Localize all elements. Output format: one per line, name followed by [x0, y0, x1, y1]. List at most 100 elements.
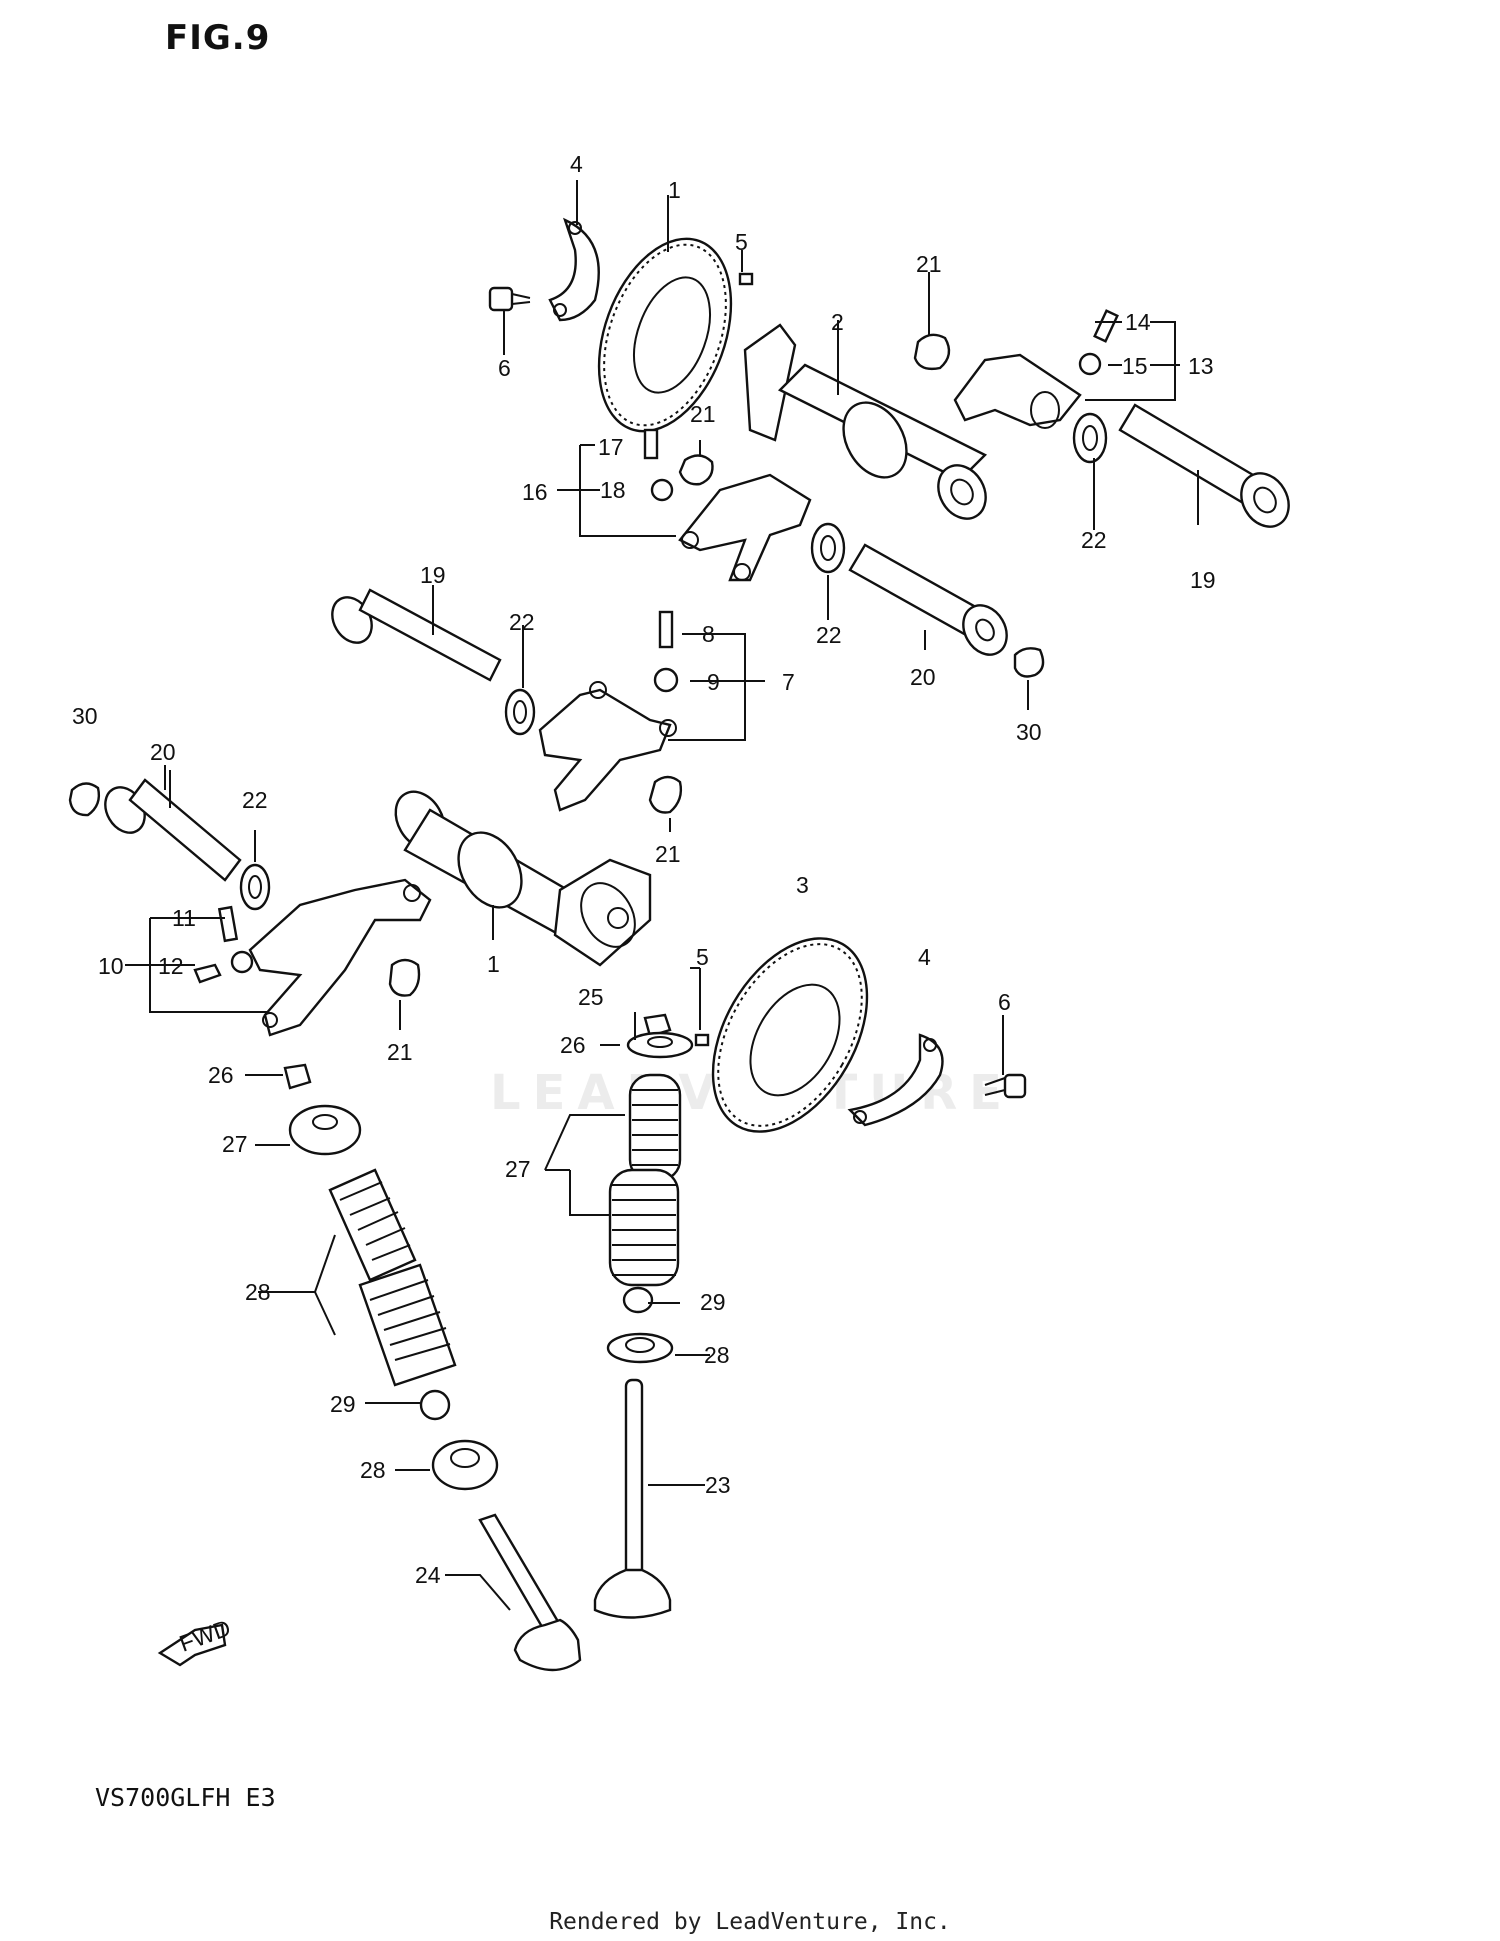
callout-16: 16	[522, 479, 548, 505]
callout-3: 1	[668, 177, 681, 203]
locknut-part-9[interactable]	[653, 667, 679, 693]
callout-18: 18	[600, 477, 626, 503]
gasket-part-21[interactable]	[913, 333, 951, 371]
callout-11: 11	[172, 905, 196, 931]
callout-6: 6	[498, 355, 511, 381]
callout-29: 29	[330, 1391, 356, 1417]
valve-part-24[interactable]	[478, 1513, 582, 1672]
oil-seal-part-29[interactable]	[419, 1389, 451, 1421]
spring-seat-part-28[interactable]	[606, 1332, 674, 1364]
pin-part-5[interactable]	[738, 272, 754, 286]
washer-part-22[interactable]	[810, 522, 846, 574]
shaft-part-20[interactable]	[848, 543, 1015, 663]
spring-seat-part-28[interactable]	[431, 1439, 499, 1491]
retainer-part-4[interactable]	[548, 217, 600, 322]
fwd-arrow-icon: FWD	[157, 1614, 234, 1667]
spring-retainer-part-26[interactable]	[626, 1031, 694, 1059]
plug-part-30[interactable]	[1013, 647, 1045, 678]
gasket-part-21[interactable]	[388, 958, 421, 997]
gasket-part-21[interactable]	[678, 454, 714, 486]
valve-part-23[interactable]	[593, 1378, 672, 1619]
cam-gear-part-3[interactable]	[681, 912, 899, 1159]
shaft-part-19[interactable]	[1118, 403, 1298, 535]
callout-5: 5	[735, 229, 748, 255]
valve-cotter-part-25[interactable]	[643, 1013, 672, 1038]
retainer-part-4[interactable]	[847, 1033, 944, 1127]
callout-21: 21	[655, 841, 681, 867]
callout-17: 17	[598, 434, 624, 460]
callout-labels: 1 4 5 6 2 21 14 15 13 22 19 21 17 18 16 …	[72, 151, 1216, 1588]
gasket-part-21[interactable]	[648, 775, 683, 814]
callout-30: 30	[72, 703, 98, 729]
camshaft-part-1[interactable]	[386, 783, 652, 967]
callout-10: 10	[98, 953, 124, 979]
bolt-part-6[interactable]	[488, 286, 531, 312]
adjust-screw-part-11[interactable]	[217, 905, 239, 943]
locknut-part-12[interactable]	[230, 950, 254, 974]
callout-24: 24	[415, 1562, 441, 1588]
plug-part-30[interactable]	[68, 782, 101, 817]
callout-20: 20	[910, 664, 936, 690]
rocker-arm-part-13[interactable]	[953, 353, 1082, 429]
callout-21: 21	[387, 1039, 413, 1065]
valve-spring-outer-part-27[interactable]	[608, 1168, 680, 1287]
adjust-screw-part-8[interactable]	[658, 610, 674, 649]
pin-part-5[interactable]	[694, 1033, 710, 1047]
callout-4: 4	[918, 944, 931, 970]
oil-seal-part-29[interactable]	[622, 1286, 654, 1314]
spring-retainer-part-26[interactable]	[288, 1104, 362, 1156]
callout-22: 22	[242, 787, 268, 813]
callout-28: 28	[360, 1457, 386, 1483]
callout-26: 27	[222, 1131, 248, 1157]
rocker-arm-part-16[interactable]	[678, 473, 812, 582]
bolt-part-6[interactable]	[984, 1073, 1027, 1099]
valve-cotter-part-25[interactable]	[283, 1063, 312, 1090]
valve-spring-inner-part-27[interactable]	[628, 1073, 682, 1182]
callout-22: 22	[509, 609, 535, 635]
shaft-part-19[interactable]	[324, 588, 502, 682]
callout-19: 19	[420, 562, 446, 588]
callout-8: 8	[702, 621, 715, 647]
callout-13: 13	[1188, 353, 1214, 379]
callout-27: 28	[245, 1279, 271, 1305]
callout-23: 23	[705, 1472, 731, 1498]
leader-lines	[125, 180, 1199, 1611]
screw-part-12b[interactable]	[193, 963, 222, 984]
figure-title: FIG.9	[165, 18, 271, 58]
callout-22: 22	[1081, 527, 1107, 553]
footer-credit: Rendered by LeadVenture, Inc.	[549, 1909, 951, 1935]
callout-25: 26	[208, 1062, 234, 1088]
washer-part-22[interactable]	[1072, 412, 1108, 464]
callout-2: 2	[831, 309, 844, 335]
washer-part-22[interactable]	[504, 688, 536, 736]
callout-9: 9	[707, 669, 720, 695]
callout-27: 27	[505, 1156, 531, 1182]
model-code: VS700GLFH E3	[95, 1783, 276, 1812]
camshaft-part-2[interactable]	[743, 323, 995, 527]
rocker-arm-part-10[interactable]	[248, 878, 432, 1037]
valve-spring-outer-part-27[interactable]	[358, 1263, 457, 1387]
shaft-part-20[interactable]	[97, 778, 242, 882]
callout-19: 19	[1190, 567, 1216, 593]
locknut-part-15[interactable]	[1078, 352, 1102, 376]
callout-14: 14	[1125, 309, 1151, 335]
callout-5: 5	[696, 944, 709, 970]
rocker-arm-part-7[interactable]	[538, 681, 677, 812]
callout-20: 20	[150, 739, 176, 765]
callout-4: 4	[570, 151, 583, 177]
washer-part-22[interactable]	[239, 863, 271, 911]
callout-12: 12	[158, 953, 184, 979]
callout-29: 29	[700, 1289, 726, 1315]
valve-spring-inner-part-27[interactable]	[328, 1168, 417, 1282]
locknut-part-18[interactable]	[650, 478, 674, 502]
adjust-screw-part-14[interactable]	[1093, 309, 1119, 343]
callout-1: 1	[487, 951, 500, 977]
callout-7: 7	[782, 669, 795, 695]
cam-gear-part-3[interactable]	[574, 221, 755, 450]
callout-28: 28	[704, 1342, 730, 1368]
adjust-screw-part-17[interactable]	[643, 428, 659, 460]
callout-6: 6	[998, 989, 1011, 1015]
callout-30: 30	[1016, 719, 1042, 745]
callout-3: 3	[796, 872, 809, 898]
